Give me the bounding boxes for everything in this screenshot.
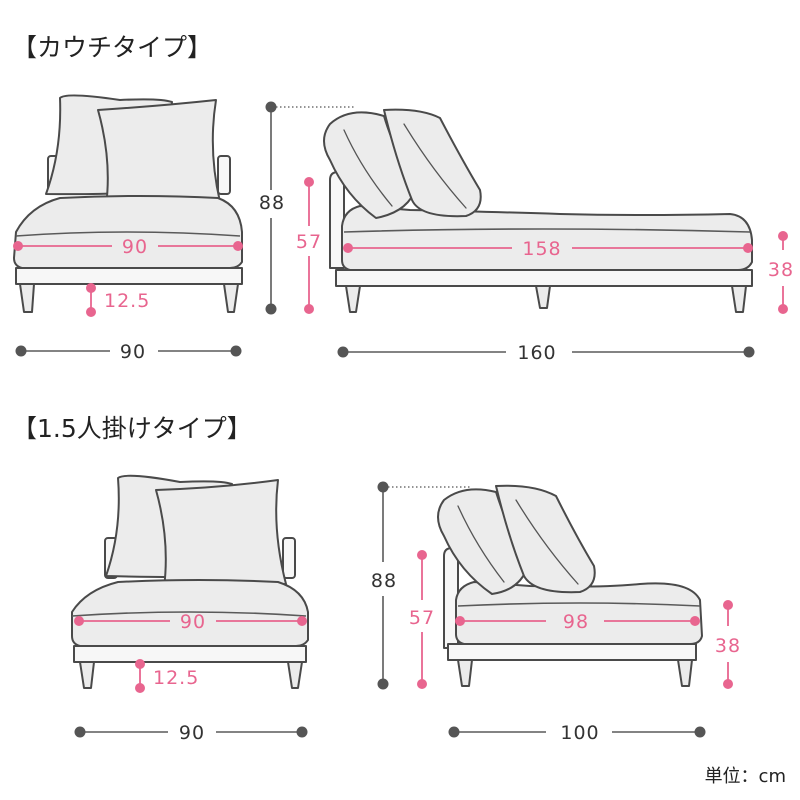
couch-seat-thickness-dimension: 12.5 xyxy=(86,283,150,317)
couch-front-view xyxy=(13,94,243,313)
seater-overall-height-label: 88 xyxy=(371,570,397,592)
seater-seat-thickness-dimension: 12.5 xyxy=(135,659,199,693)
couch-side-view xyxy=(323,108,753,313)
couch-overall-height-label: 88 xyxy=(259,192,285,214)
couch-overall-height-dimension: 88 xyxy=(259,101,356,315)
seater-seat-width-label: 90 xyxy=(180,611,206,633)
seater-overall-height-dimension: 88 xyxy=(371,481,470,690)
couch-seat-thickness-label: 12.5 xyxy=(104,290,150,312)
couch-seat-height-dimension: 57 xyxy=(296,177,322,314)
seater-seat-height-label: 57 xyxy=(409,607,435,629)
couch-seat-width-label: 90 xyxy=(122,236,148,258)
seater-seat-thickness-label: 12.5 xyxy=(153,667,199,689)
couch-overall-depth-dimension: 160 xyxy=(337,342,755,364)
seater-overall-depth-dimension: 100 xyxy=(448,722,706,744)
seater-seat-depth-dimension: 98 xyxy=(455,611,700,633)
seater-seat-depth-label: 98 xyxy=(563,611,589,633)
seater-overall-width-dimension: 90 xyxy=(74,722,308,744)
seater-leg-height-label: 38 xyxy=(715,635,741,657)
couch-overall-depth-label: 160 xyxy=(517,342,556,364)
seater-leg-height-dimension: 38 xyxy=(715,600,741,689)
section-title-1-5-seater: 【1.5人掛けタイプ】 xyxy=(12,414,252,443)
couch-overall-width-dimension: 90 xyxy=(15,341,242,363)
couch-leg-height-label: 38 xyxy=(768,259,794,281)
couch-seat-width-dimension: 90 xyxy=(13,236,243,258)
seater-front-view xyxy=(71,474,309,689)
couch-overall-width-label: 90 xyxy=(120,341,146,363)
couch-seat-depth-dimension: 158 xyxy=(343,238,753,260)
seater-overall-width-label: 90 xyxy=(179,722,205,744)
seater-seat-height-dimension: 57 xyxy=(409,550,435,689)
seater-seat-width-dimension: 90 xyxy=(74,611,307,633)
section-title-couch: 【カウチタイプ】 xyxy=(12,33,212,62)
couch-seat-height-label: 57 xyxy=(296,231,322,253)
couch-leg-height-dimension: 38 xyxy=(768,231,794,314)
seater-side-view xyxy=(437,484,703,687)
couch-seat-depth-label: 158 xyxy=(522,238,561,260)
seater-overall-depth-label: 100 xyxy=(560,722,599,744)
unit-label: 単位：cm xyxy=(705,766,786,787)
